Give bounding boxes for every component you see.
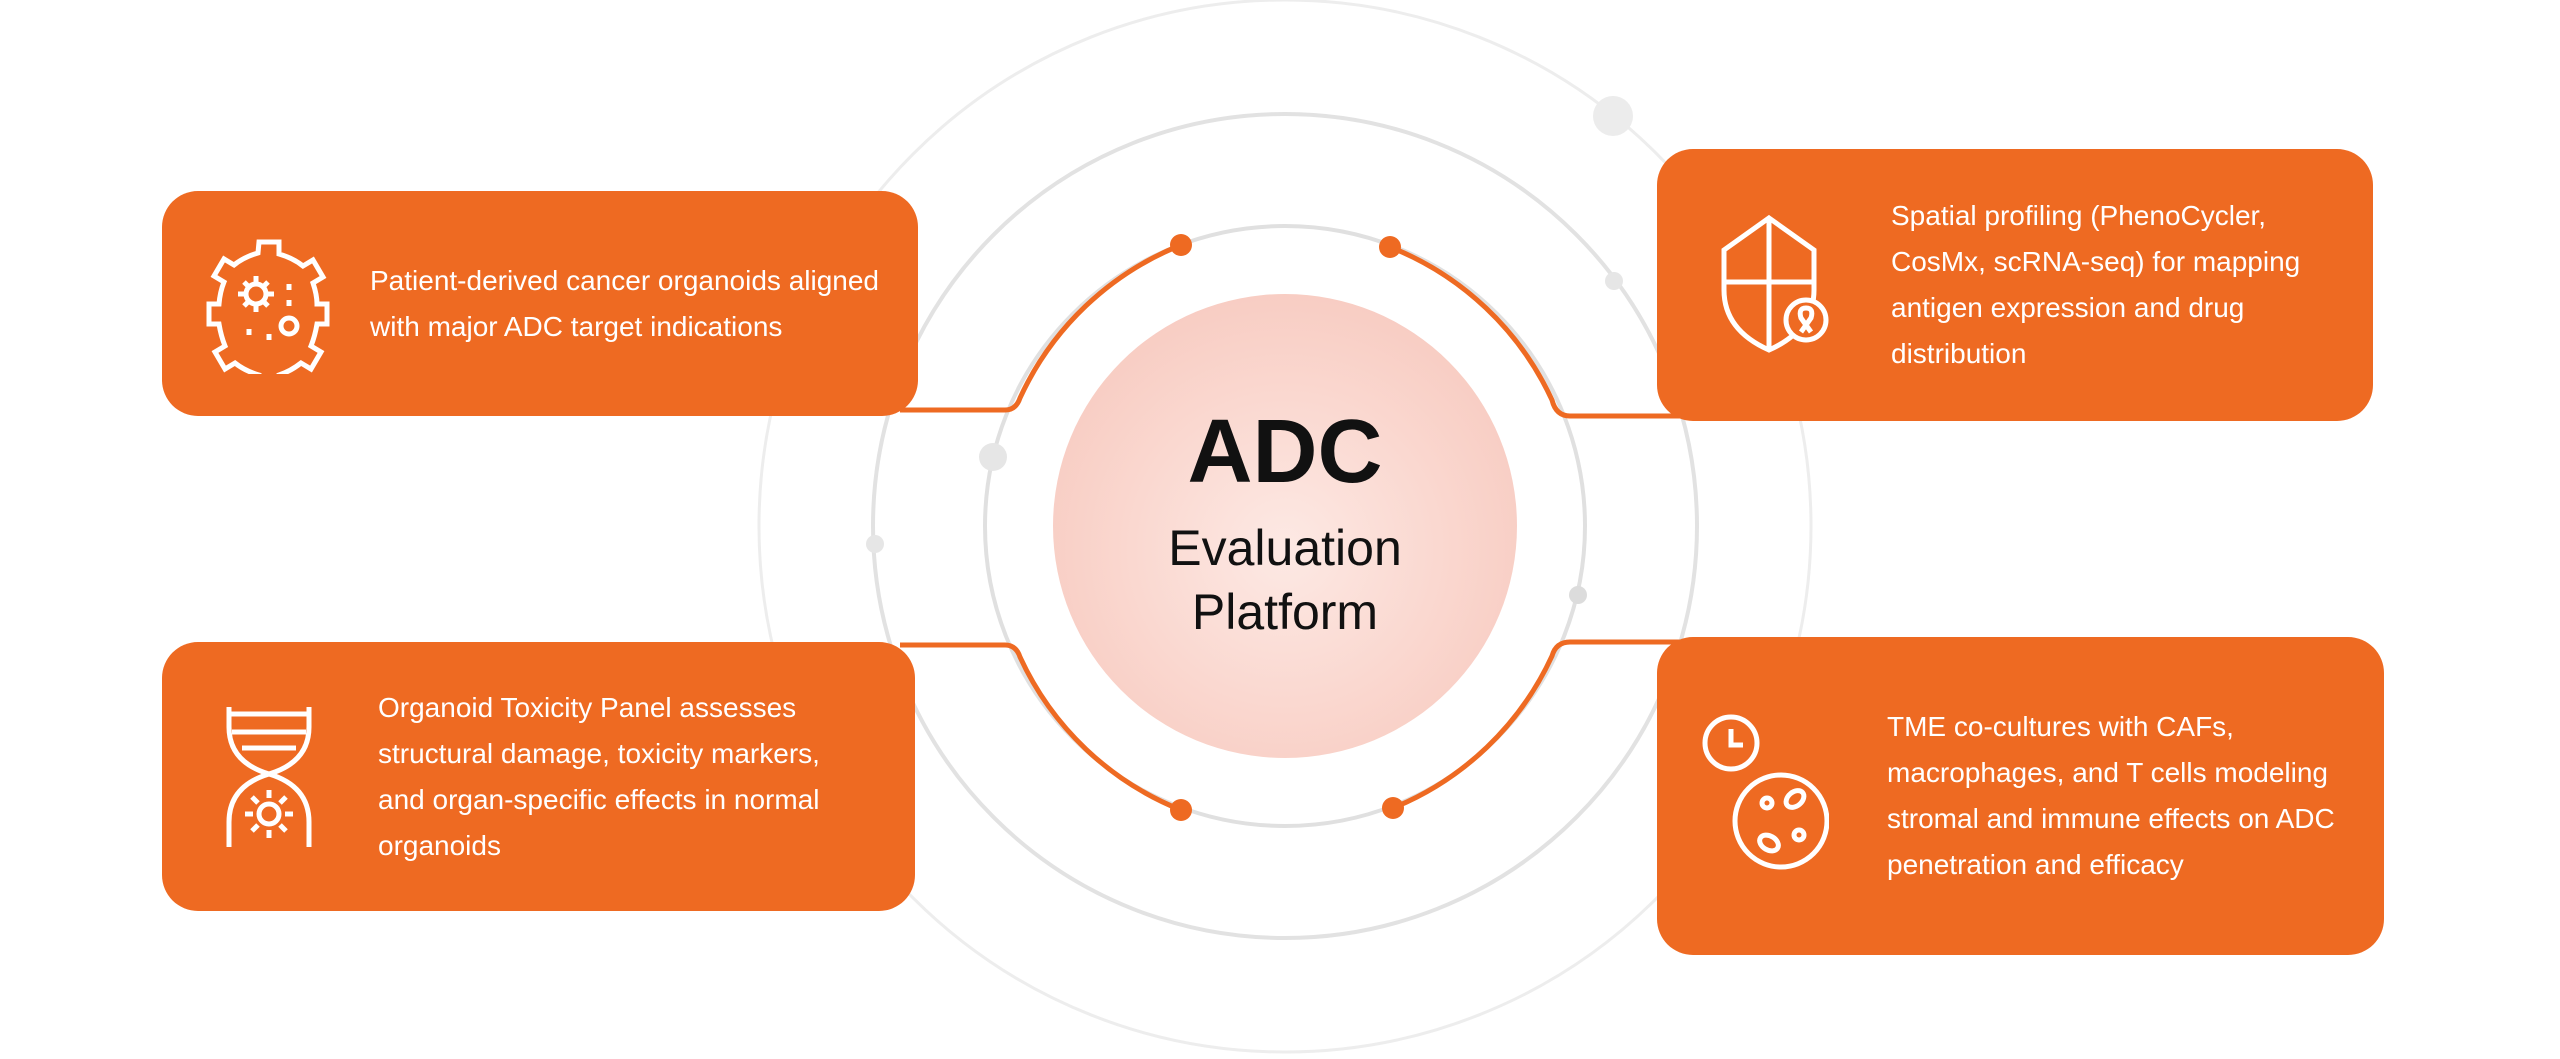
connector-top-right <box>1389 244 1680 419</box>
organoid-cell-icon <box>204 229 334 379</box>
card-spatial-profiling: Spatial profiling (PhenoCycler, CosMx, s… <box>1657 149 2373 421</box>
connector-dot <box>1382 797 1404 819</box>
connector-dot <box>1170 799 1192 821</box>
card-text: Organoid Toxicity Panel assesses structu… <box>378 691 820 861</box>
ring-dot <box>979 443 1007 471</box>
middle-ring <box>871 112 1699 940</box>
connector-bottom-right <box>1392 639 1680 811</box>
card-text: Spatial profiling (PhenoCycler, CosMx, s… <box>1891 200 2301 369</box>
connector-top-left <box>900 242 1182 413</box>
card-toxicity-panel: Organoid Toxicity Panel assesses structu… <box>162 642 915 911</box>
connector-dot <box>1379 236 1401 258</box>
ring-dot <box>1605 272 1623 290</box>
shield-ribbon-icon <box>1709 210 1839 360</box>
outer-ring <box>757 0 1813 1054</box>
center-circle: ADC Evaluation Platform <box>1053 294 1517 758</box>
ring-dot <box>1593 96 1633 136</box>
ring-dot <box>1569 586 1587 604</box>
center-subtitle-line1: Evaluation <box>1168 520 1402 576</box>
clock-cell-icon <box>1699 714 1829 871</box>
dna-gear-icon <box>204 702 334 852</box>
center-title: ADC <box>1187 402 1383 502</box>
ring-dot <box>866 535 884 553</box>
center-subtitle-line2: Platform <box>1191 584 1379 640</box>
card-text: Patient-derived cancer organoids aligned… <box>370 264 879 342</box>
inner-ring <box>983 224 1587 828</box>
card-patient-organoids: Patient-derived cancer organoids aligned… <box>162 191 918 416</box>
card-tme-cocultures: TME co-cultures with CAFs, macrophages, … <box>1657 637 2384 955</box>
card-text: TME co-cultures with CAFs, macrophages, … <box>1887 711 2335 880</box>
connector-dot <box>1170 234 1192 256</box>
connector-bottom-left <box>900 642 1182 813</box>
